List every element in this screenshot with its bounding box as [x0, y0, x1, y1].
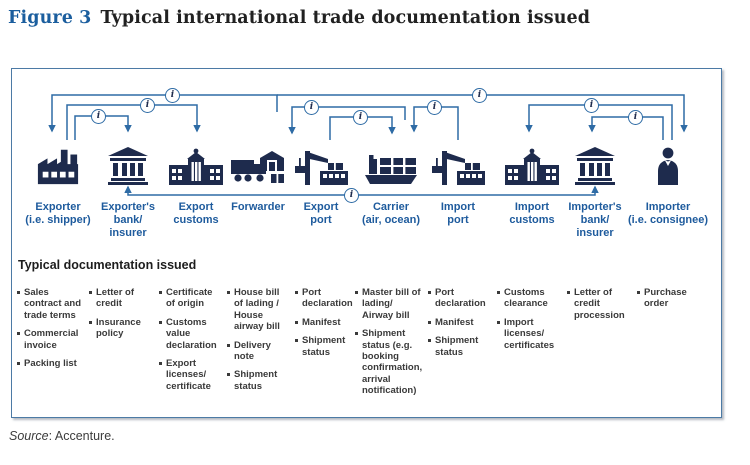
- entity-exporter: Exporter (i.e. shipper): [13, 143, 103, 227]
- docs-heading: Typical documentation issued: [18, 258, 197, 272]
- source-label: Source: [9, 429, 49, 443]
- doc-item: Letter of credit: [88, 287, 148, 310]
- entity-importer-bank: Importer's bank/ insurer: [550, 143, 640, 240]
- doc-item: Shipment status (e.g. booking confirmati…: [354, 328, 426, 396]
- info-icon: i: [165, 88, 180, 103]
- doc-item: Export licenses/ certificate: [158, 358, 224, 392]
- container-ship-icon: [346, 143, 436, 185]
- doc-item: Commercial invoice: [16, 328, 88, 351]
- doc-item: Port declaration: [294, 287, 353, 310]
- bank-icon: [83, 143, 173, 185]
- entity-export-port: Export port: [276, 143, 366, 227]
- doc-item: Customs value declaration: [158, 317, 224, 351]
- info-icon: i: [472, 88, 487, 103]
- doc-item: House bill of lading / House airway bill: [226, 287, 290, 333]
- doc-item: Delivery note: [226, 340, 290, 363]
- customs-building-icon: [487, 143, 577, 185]
- docs-list-importer: Purchase order: [636, 287, 702, 317]
- doc-item: Manifest: [427, 317, 491, 328]
- entity-label: Forwarder: [231, 201, 285, 213]
- doc-item: Shipment status: [427, 335, 491, 358]
- truck-warehouse-icon: [213, 143, 303, 185]
- customs-building-icon: [151, 143, 241, 185]
- entity-label: Importer (i.e. consignee): [627, 201, 709, 226]
- info-icon: i: [304, 100, 319, 115]
- info-icon: i: [91, 109, 106, 124]
- entity-label: Import customs: [509, 201, 555, 226]
- entity-label: Carrier (air, ocean): [361, 201, 421, 226]
- entity-import-port: Import port: [413, 143, 503, 227]
- entity-label: Export customs: [173, 201, 219, 226]
- doc-item: Manifest: [294, 317, 350, 328]
- doc-item: Sales contract and trade terms: [16, 287, 88, 321]
- docs-list-carrier: Master bill of lading/ Airway bill Shipm…: [354, 287, 426, 404]
- entity-import-customs: Import customs: [487, 143, 577, 227]
- doc-item: Import licenses/ certificates: [496, 317, 562, 351]
- figure-title-text: Typical international trade documentatio…: [100, 8, 591, 28]
- docs-list-export-port: Port declaration Manifest Shipment statu…: [294, 287, 353, 365]
- doc-item: Insurance policy: [88, 317, 148, 340]
- doc-item: Certificate of origin: [158, 287, 224, 310]
- factory-icon: [13, 143, 103, 185]
- person-icon: [623, 143, 713, 185]
- doc-item: Port declaration: [427, 287, 491, 310]
- entity-label: Exporter (i.e. shipper): [25, 201, 91, 226]
- docs-list-importer-bank: Letter of credit procession: [566, 287, 630, 328]
- entity-carrier: Carrier (air, ocean): [346, 143, 436, 227]
- doc-item: Shipment status: [294, 335, 350, 358]
- doc-item: Shipment status: [226, 369, 290, 392]
- port-crane-icon: [276, 143, 366, 185]
- info-icon: i: [140, 98, 155, 113]
- entity-export-customs: Export customs: [151, 143, 241, 227]
- bank-icon: [550, 143, 640, 185]
- entity-label: Import port: [440, 201, 476, 226]
- entity-exporter-bank: Exporter's bank/ insurer: [83, 143, 173, 240]
- doc-item: Letter of credit procession: [566, 287, 630, 321]
- info-icon: i: [584, 98, 599, 113]
- source-text: : Accenture.: [48, 429, 115, 443]
- entity-importer: Importer (i.e. consignee): [623, 143, 713, 227]
- docs-list-exporter-bank: Letter of credit Insurance policy: [88, 287, 148, 347]
- doc-item: Purchase order: [636, 287, 702, 310]
- entity-forwarder: Forwarder: [213, 143, 303, 214]
- entity-label: Exporter's bank/ insurer: [101, 201, 155, 239]
- info-icon: i: [628, 110, 643, 125]
- info-icon: i: [427, 100, 442, 115]
- page-title: Figure 3 Typical international trade docu…: [8, 8, 590, 28]
- doc-item: Customs clearance: [496, 287, 562, 310]
- docs-list-import-customs: Customs clearance Import licenses/ certi…: [496, 287, 562, 358]
- info-icon: i: [353, 110, 368, 125]
- docs-list-export-customs: Certificate of origin Customs value decl…: [158, 287, 224, 399]
- doc-item: Master bill of lading/ Airway bill: [354, 287, 426, 321]
- docs-list-forwarder: House bill of lading / House airway bill…: [226, 287, 290, 399]
- docs-list-import-port: Port declaration Manifest Shipment statu…: [427, 287, 491, 365]
- entity-label: Export port: [303, 201, 339, 226]
- doc-item: Packing list: [16, 358, 88, 369]
- entity-label: Importer's bank/ insurer: [568, 201, 622, 239]
- info-icon: i: [344, 188, 359, 203]
- docs-list-exporter: Sales contract and trade terms Commercia…: [16, 287, 88, 376]
- figure-label: Figure 3: [8, 8, 92, 28]
- port-crane-icon: [413, 143, 503, 185]
- source-note: Source: Accenture.: [9, 429, 115, 443]
